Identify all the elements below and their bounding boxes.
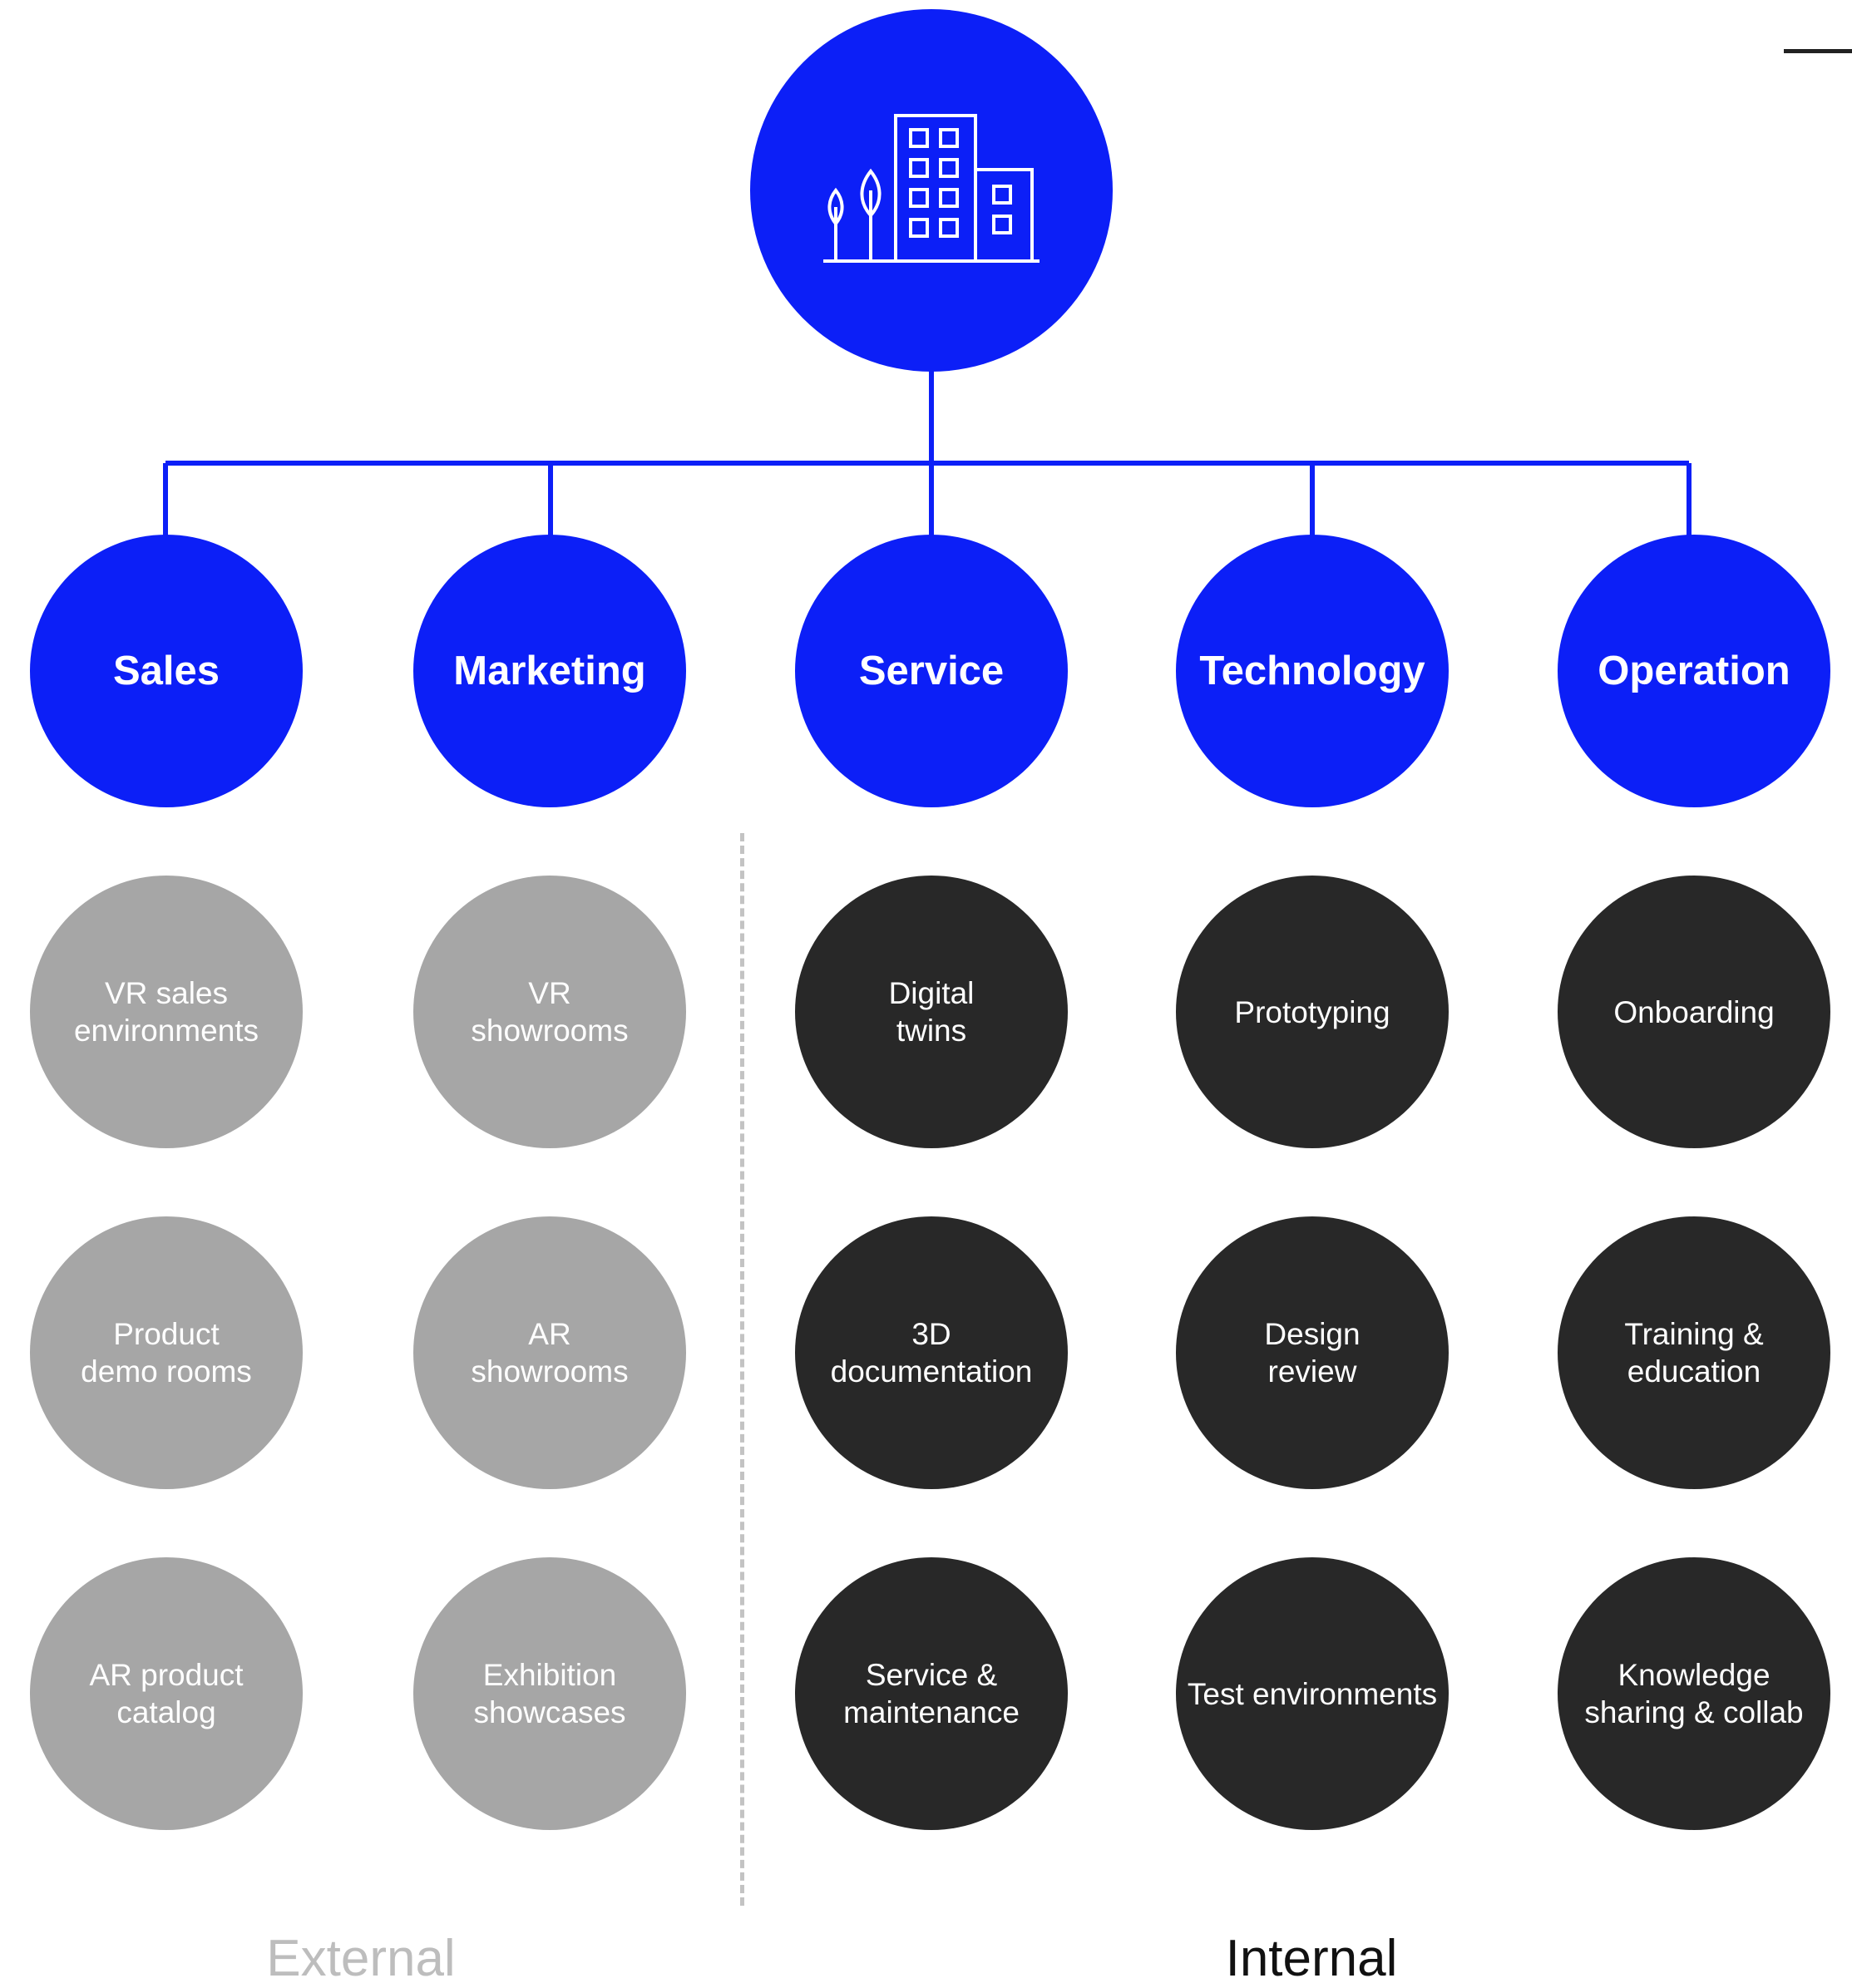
building-with-trees-icon xyxy=(823,114,1040,263)
item-label: Knowledge sharing & collab xyxy=(1584,1658,1804,1729)
item-vr-showrooms: VR showrooms xyxy=(413,876,686,1148)
item-label: Test environments xyxy=(1187,1676,1438,1711)
item-vr-sales-environments: VR sales environments xyxy=(30,876,303,1148)
item-label: Training & education xyxy=(1624,1317,1764,1389)
external-internal-divider xyxy=(740,833,744,1906)
dept-operation-label: Operation xyxy=(1598,649,1790,693)
dept-service: Service xyxy=(795,535,1068,807)
dept-sales: Sales xyxy=(30,535,303,807)
item-ar-product-catalog: AR product catalog xyxy=(30,1557,303,1830)
item-label: Service & maintenance xyxy=(843,1658,1020,1729)
item-label: Exhibition showcases xyxy=(473,1658,626,1729)
root-node xyxy=(750,9,1113,372)
item-digital-twins: Digital twins xyxy=(795,876,1068,1148)
corner-line xyxy=(1784,49,1852,53)
item-label: Product demo rooms xyxy=(81,1317,252,1389)
item-test-environments: Test environments xyxy=(1176,1557,1449,1830)
item-design-review: Design review xyxy=(1176,1216,1449,1489)
dept-technology-label: Technology xyxy=(1199,649,1425,693)
external-label: External xyxy=(266,1930,456,1987)
item-service-maintenance: Service & maintenance xyxy=(795,1557,1068,1830)
item-3d-documentation: 3D documentation xyxy=(795,1216,1068,1489)
item-knowledge-sharing: Knowledge sharing & collab xyxy=(1558,1557,1830,1830)
item-label: AR showrooms xyxy=(471,1317,629,1389)
internal-label: Internal xyxy=(1225,1930,1398,1987)
item-label: Digital twins xyxy=(888,976,975,1048)
item-label: AR product catalog xyxy=(89,1658,244,1729)
item-label: VR sales environments xyxy=(73,976,259,1048)
item-label: 3D documentation xyxy=(830,1317,1033,1389)
item-label: Design review xyxy=(1264,1317,1361,1389)
item-training-education: Training & education xyxy=(1558,1216,1830,1489)
dept-sales-label: Sales xyxy=(112,649,220,693)
item-onboarding: Onboarding xyxy=(1558,876,1830,1148)
item-label: VR showrooms xyxy=(471,976,629,1048)
dept-operation: Operation xyxy=(1558,535,1830,807)
item-label: Onboarding xyxy=(1613,994,1775,1029)
dept-technology: Technology xyxy=(1176,535,1449,807)
item-exhibition-showcases: Exhibition showcases xyxy=(413,1557,686,1830)
item-ar-showrooms: AR showrooms xyxy=(413,1216,686,1489)
dept-marketing-label: Marketing xyxy=(453,649,646,693)
dept-service-label: Service xyxy=(858,649,1005,693)
item-prototyping: Prototyping xyxy=(1176,876,1449,1148)
item-label: Prototyping xyxy=(1234,994,1390,1029)
item-product-demo-rooms: Product demo rooms xyxy=(30,1216,303,1489)
dept-marketing: Marketing xyxy=(413,535,686,807)
